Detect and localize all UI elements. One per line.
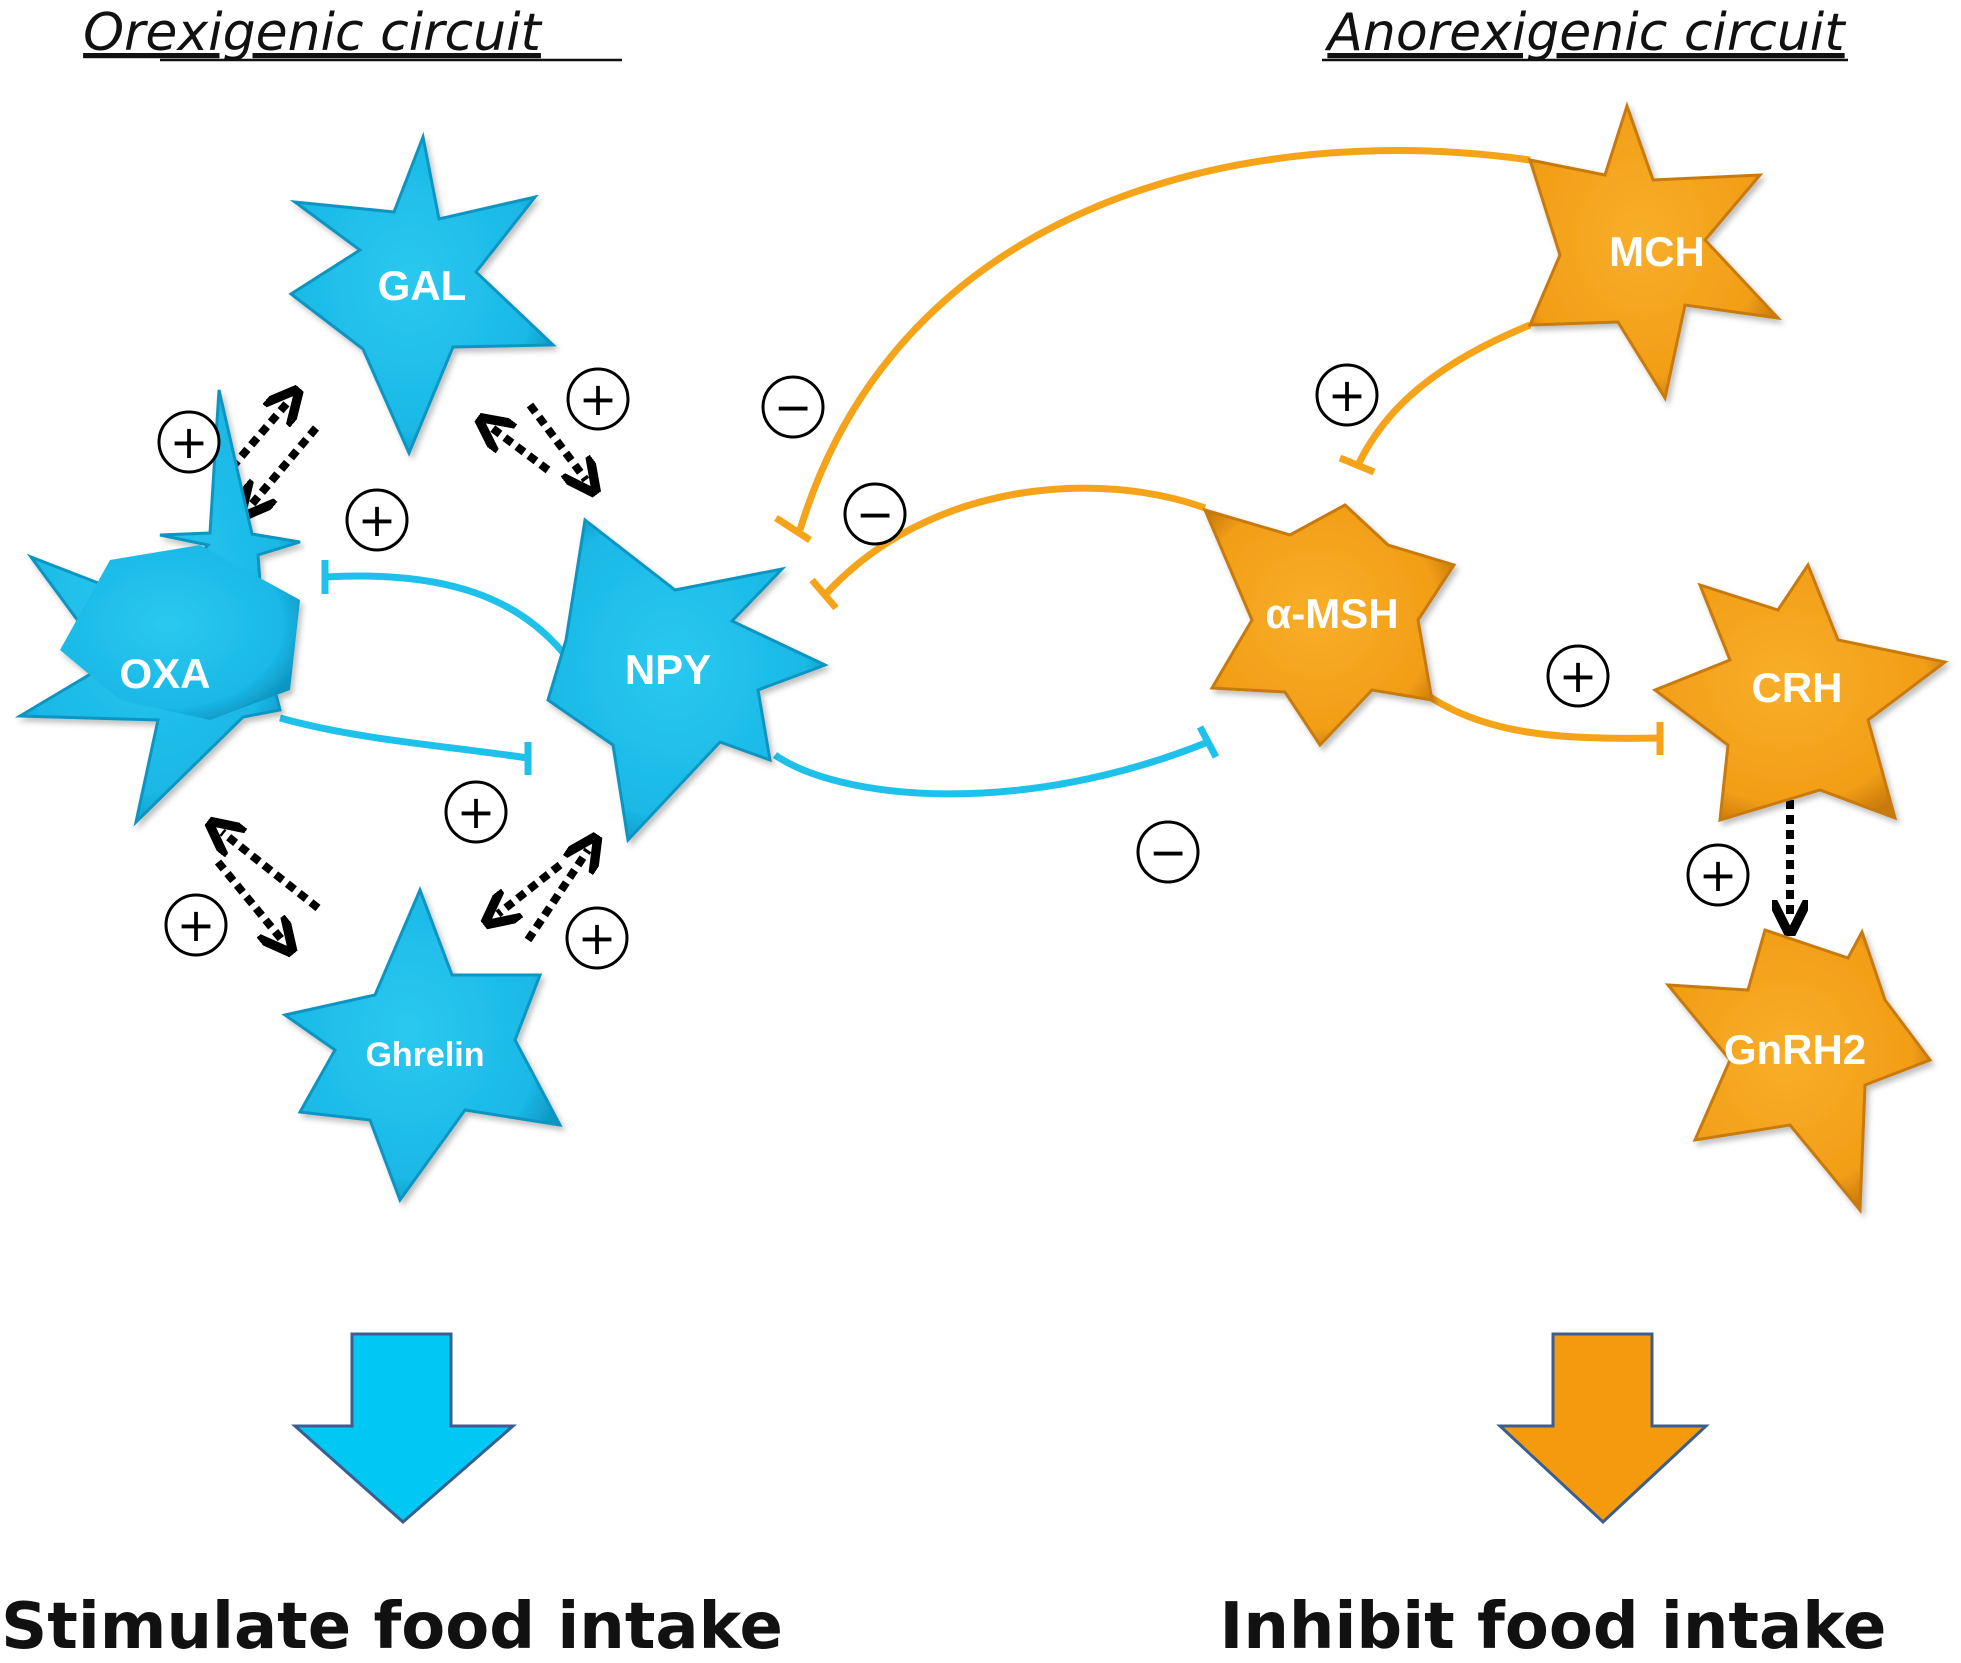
connection-npy-to-oxa — [324, 572, 568, 658]
svg-text:+: + — [1699, 848, 1738, 902]
sign-plus-npy-oxa: + — [345, 488, 409, 552]
neuron-mch-body — [1527, 101, 1782, 402]
sign-plus-amsh-crh: + — [1546, 644, 1610, 708]
neuron-oxa-label: OXA — [119, 650, 210, 697]
connection-amsh-inhibits-npy-bar — [809, 577, 839, 611]
dashed-arrow-ghrelin-oxa-down — [214, 859, 282, 940]
sign-plus-mch-amsh: + — [1315, 363, 1379, 427]
stimulate-outcome-arrow — [291, 1332, 517, 1524]
svg-text:+: + — [177, 898, 216, 952]
sign-plus-crh-gnrh2: + — [1686, 843, 1750, 907]
sign-plus-ghrelin-oxa: + — [164, 893, 228, 957]
connection-amsh-to-crh — [1417, 687, 1661, 742]
anorexigenic-circuit-title: Anorexigenic circuit — [1324, 3, 1846, 63]
neuron-mch: MCH — [1527, 101, 1782, 402]
neuron-gnrh2-label: GnRH2 — [1724, 1026, 1866, 1073]
neuron-gal: GAL — [288, 131, 557, 457]
connection-mch-to-amsh-bar — [1338, 454, 1376, 476]
dashed-arrow-ghrelin-npy-up — [524, 850, 588, 943]
sign-minus-mch-npy: − — [761, 375, 825, 439]
svg-text:−: − — [774, 380, 813, 434]
svg-text:+: + — [579, 372, 618, 426]
neuron-amsh: α-MSH — [1202, 503, 1457, 748]
connection-mch-inhibits-npy — [796, 147, 1531, 532]
neuron-ghrelin: Ghrelin — [281, 885, 563, 1204]
inhibit-food-intake-label: Inhibit food intake — [1220, 1590, 1887, 1663]
dashed-arrow-gal-npy-down — [526, 402, 586, 480]
stimulate-food-intake-label: Stimulate food intake — [1, 1590, 783, 1663]
connection-npy-inhibits-amsh-bar — [1196, 725, 1220, 759]
svg-text:+: + — [170, 415, 209, 469]
sign-minus-npy-amsh: − — [1136, 820, 1200, 884]
neuron-gnrh2: GnRH2 — [1664, 928, 1933, 1214]
connection-npy-inhibits-amsh — [773, 738, 1210, 798]
neuron-npy-body — [546, 517, 829, 844]
svg-text:+: + — [578, 911, 617, 965]
svg-text:−: − — [1149, 825, 1188, 879]
inhibit-outcome-arrow — [1496, 1332, 1710, 1525]
neuron-gnrh2-body — [1664, 928, 1933, 1214]
neuron-amsh-label: α-MSH — [1265, 590, 1398, 637]
neuron-gal-body — [288, 131, 557, 457]
svg-text:+: + — [457, 785, 496, 839]
dashed-arrow-ghrelin-npy-down — [498, 861, 563, 914]
svg-text:+: + — [358, 493, 397, 547]
sign-plus-oxa-npy: + — [444, 780, 508, 844]
neuron-crh-body — [1651, 561, 1949, 823]
sign-markers: + + + + + + − − — [157, 363, 1750, 970]
neuron-gal-label: GAL — [378, 262, 467, 309]
connection-oxa-to-npy — [279, 714, 529, 762]
neuron-amsh-body — [1202, 503, 1457, 748]
neuron-oxa-core — [60, 545, 300, 720]
neuron-ghrelin-body — [281, 885, 563, 1204]
neuron-npy: NPY — [546, 517, 829, 844]
neuron-crh: CRH — [1651, 561, 1949, 823]
sign-plus-gal-oxa: + — [157, 410, 221, 474]
dashed-arrow-ghrelin-oxa-up — [222, 832, 321, 912]
sign-minus-amsh-npy: − — [843, 482, 907, 546]
connection-mch-inhibits-npy-bar — [774, 515, 812, 543]
orexigenic-circuit-title: Orexigenic circuit — [83, 3, 542, 63]
neuron-crh-label: CRH — [1752, 664, 1843, 711]
svg-text:−: − — [856, 487, 895, 541]
sign-plus-gal-npy: + — [566, 367, 630, 431]
dashed-arrow-gal-npy-up — [492, 428, 551, 474]
neuron-mch-label: MCH — [1609, 228, 1705, 275]
neuron-oxa: OXA — [14, 389, 301, 827]
neuron-ghrelin-label: Ghrelin — [365, 1036, 484, 1074]
connection-mch-to-amsh — [1354, 321, 1532, 467]
neuron-npy-label: NPY — [625, 646, 711, 693]
dashed-arrow-gal-oxa-down — [252, 425, 320, 504]
sign-plus-ghrelin-npy: + — [565, 906, 629, 970]
connection-amsh-inhibits-npy — [822, 484, 1207, 598]
svg-text:+: + — [1328, 368, 1367, 422]
svg-text:+: + — [1559, 649, 1598, 703]
connections — [279, 147, 1664, 798]
